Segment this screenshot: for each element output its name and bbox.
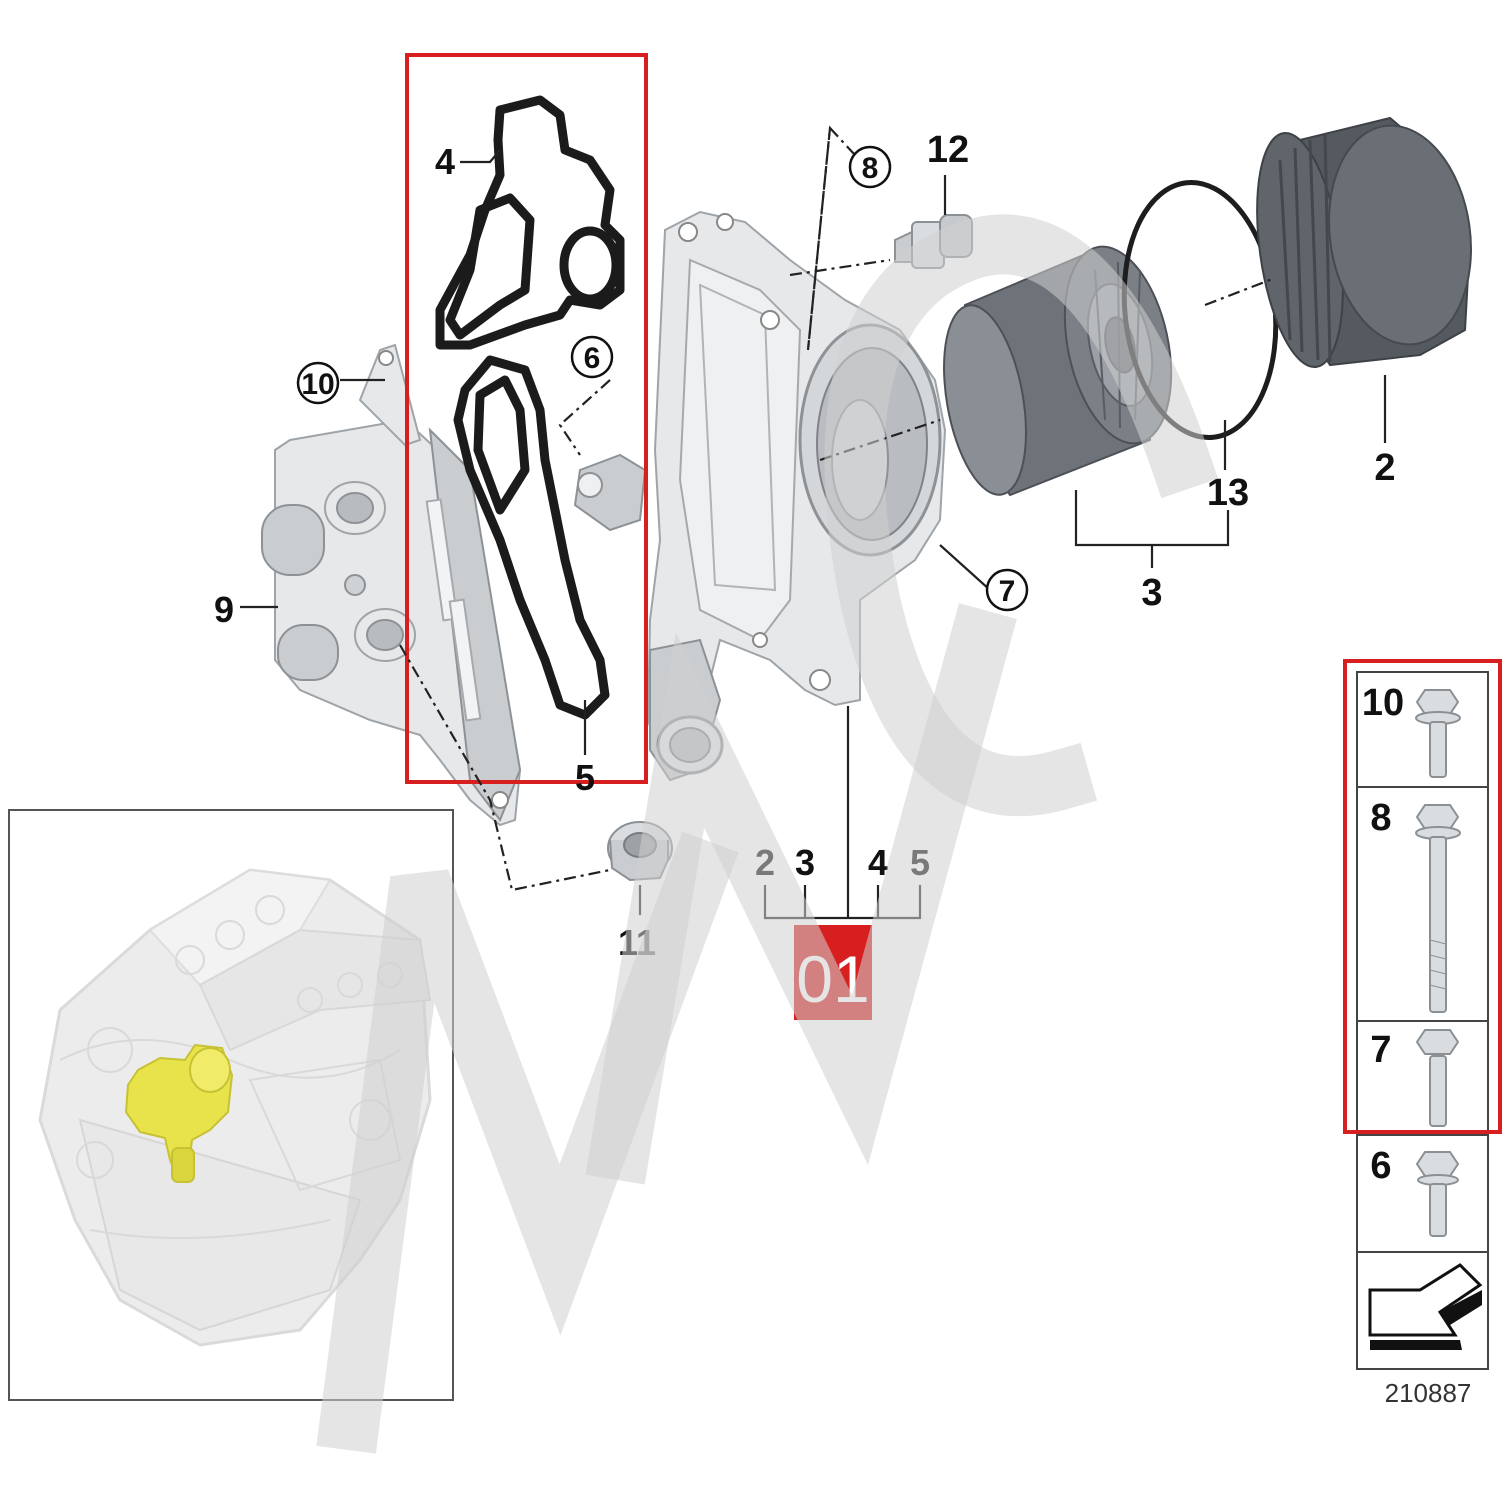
callout-12: 12 (927, 129, 969, 171)
part-2-filter-cap (1256, 116, 1472, 368)
watermark-logo (316, 214, 1219, 1454)
bolt-7-icon (1415, 1029, 1460, 1127)
callout-9: 9 (214, 589, 234, 630)
callout-circle-7: 7 (985, 568, 1029, 612)
bolt-6-icon (1415, 1151, 1460, 1237)
bolt-10-icon (1415, 689, 1461, 778)
svg-text:6: 6 (584, 342, 601, 375)
highlight-box-bolts (1343, 659, 1502, 1134)
callout-3: 3 (1141, 572, 1162, 614)
svg-text:7: 7 (999, 575, 1016, 608)
leader-lines (240, 125, 1387, 920)
callout-circle-8: 8 (848, 145, 892, 189)
bolt-8-icon (1415, 804, 1461, 1013)
highlight-box-gaskets (405, 53, 648, 784)
callout-labels: 4 9 5 12 2 13 3 11 10 6 8 7 (214, 129, 1396, 963)
callout-circle-10: 10 (296, 361, 340, 405)
assembly-item-3: 3 (795, 842, 815, 883)
svg-text:10: 10 (301, 368, 334, 401)
part-5-gasket (453, 355, 610, 720)
callout-circle-6: 6 (570, 335, 614, 379)
svg-text:8: 8 (862, 152, 879, 185)
part-4-gasket (435, 95, 625, 350)
direction-arrow-icon (1368, 1263, 1483, 1350)
legend-label-6: 6 (1370, 1145, 1391, 1187)
callout-4: 4 (435, 141, 455, 182)
callout-5: 5 (575, 757, 595, 798)
callout-2: 2 (1374, 447, 1395, 489)
legend-label-10: 10 (1362, 682, 1404, 724)
bolt-legend: 10 8 7 6 (1356, 671, 1489, 1370)
diagram-number: 210887 (1385, 1378, 1472, 1408)
legend-label-8: 8 (1370, 797, 1391, 839)
part-9-heat-exchanger (261, 343, 522, 827)
highlighted-oil-filter-housing (124, 1043, 234, 1183)
assembly-item-4: 4 (868, 842, 888, 883)
legend-label-7: 7 (1370, 1029, 1391, 1071)
